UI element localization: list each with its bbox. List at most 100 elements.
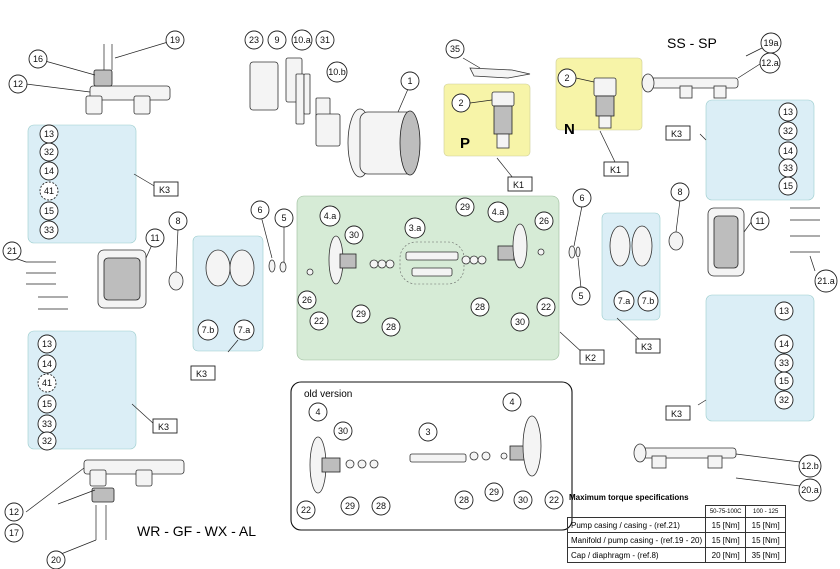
svg-text:28: 28 xyxy=(459,495,469,505)
torque-row-value-col2: 15 [Nm] xyxy=(745,517,787,533)
svg-text:K3: K3 xyxy=(158,422,169,432)
svg-text:11: 11 xyxy=(150,233,159,243)
variant-label-p: P xyxy=(460,135,470,152)
kit-label-k3-right-bottom: K3 xyxy=(665,405,691,421)
svg-text:K3: K3 xyxy=(196,369,207,379)
svg-text:13: 13 xyxy=(44,129,54,139)
callout-6-right: 6 xyxy=(572,188,592,208)
svg-text:30: 30 xyxy=(515,317,525,327)
callout-12b: 12.b xyxy=(798,454,822,478)
callout-20: 20 xyxy=(46,550,66,569)
callout-2-p: 2 xyxy=(451,93,471,113)
kit-box-right-bottom xyxy=(705,294,815,422)
callout-13-right-top: 13 xyxy=(778,102,798,122)
svg-text:K1: K1 xyxy=(610,165,621,175)
svg-text:12.b: 12.b xyxy=(801,461,819,471)
svg-text:41: 41 xyxy=(42,378,52,388)
svg-text:15: 15 xyxy=(44,206,54,216)
svg-text:29: 29 xyxy=(489,487,499,497)
svg-text:13: 13 xyxy=(42,339,52,349)
callout-32-left-bottom: 32 xyxy=(37,431,57,451)
callout-29-old-left: 29 xyxy=(340,496,360,516)
callout-1: 1 xyxy=(400,71,420,91)
callout-15-left-bottom: 15 xyxy=(37,394,57,414)
svg-text:35: 35 xyxy=(450,44,460,54)
callout-31: 31 xyxy=(315,30,335,50)
heading-ss-sp: SS - SP xyxy=(667,35,717,51)
callout-15-right-bottom: 15 xyxy=(774,371,794,391)
callout-13-right-bottom: 13 xyxy=(774,301,794,321)
svg-text:7.b: 7.b xyxy=(202,325,215,335)
callout-29-center: 29 xyxy=(455,197,475,217)
callout-2-n: 2 xyxy=(557,68,577,88)
callout-10b: 10.b xyxy=(326,61,348,83)
center-kit-parts-drawing xyxy=(306,223,545,285)
pump-casing-left-drawing xyxy=(97,249,147,309)
svg-text:31: 31 xyxy=(320,35,330,45)
torque-row-label: Manifold / pump casing - (ref.19 - 20) xyxy=(566,532,707,548)
callout-14-left-top: 14 xyxy=(39,161,59,181)
callout-9: 9 xyxy=(267,30,287,50)
torque-header-blank xyxy=(568,506,706,518)
pump-casing-right-drawing xyxy=(707,207,745,277)
manifold-top-left-drawing xyxy=(85,44,171,115)
torque-row-value-col2: 35 [Nm] xyxy=(745,547,787,563)
callout-10a: 10.a xyxy=(291,29,313,51)
svg-text:7.b: 7.b xyxy=(642,296,655,306)
manifold-bottom-right-drawing xyxy=(633,443,737,469)
callout-5-left: 5 xyxy=(274,208,294,228)
svg-text:2: 2 xyxy=(458,98,463,108)
kit-label-k3-diaphragm-right: K3 xyxy=(635,338,661,354)
svg-text:32: 32 xyxy=(779,395,789,405)
svg-text:6: 6 xyxy=(579,193,584,203)
callout-28-center-left: 28 xyxy=(381,317,401,337)
callout-19: 19 xyxy=(165,30,185,50)
kit-box-right-top xyxy=(705,99,815,201)
svg-text:4.a: 4.a xyxy=(492,207,505,217)
svg-text:15: 15 xyxy=(779,376,789,386)
callout-33-left-bottom: 33 xyxy=(37,414,57,434)
callout-32-right-top: 32 xyxy=(778,121,798,141)
old-version-label: old version xyxy=(304,389,352,400)
diaphragms-right-drawing xyxy=(609,225,653,267)
center-body-drawing xyxy=(347,108,421,178)
cap-right-drawing xyxy=(668,231,684,251)
svg-text:14: 14 xyxy=(779,339,789,349)
svg-text:1: 1 xyxy=(407,76,412,86)
svg-text:19: 19 xyxy=(170,35,180,45)
old-version-parts-drawing xyxy=(309,415,542,494)
callout-35: 35 xyxy=(445,39,465,59)
callout-23: 23 xyxy=(244,30,264,50)
svg-text:7.a: 7.a xyxy=(238,325,251,335)
torque-header-col2: 100 - 125 xyxy=(745,505,787,518)
svg-text:14: 14 xyxy=(42,359,52,369)
callout-33-right-bottom: 33 xyxy=(774,353,794,373)
gasket-drawing xyxy=(469,67,531,79)
callout-14-right-bottom: 14 xyxy=(774,334,794,354)
callout-32-left-top: 32 xyxy=(39,142,59,162)
callout-7a-left: 7.a xyxy=(233,319,255,341)
torque-header-col1: 50-75-100C xyxy=(705,505,747,518)
washers-drawing xyxy=(268,245,581,273)
svg-text:28: 28 xyxy=(475,302,485,312)
svg-text:13: 13 xyxy=(783,107,793,117)
svg-text:29: 29 xyxy=(356,309,366,319)
svg-text:8: 8 xyxy=(175,216,180,226)
torque-row-manifold: Manifold / pump casing - (ref.19 - 20) 1… xyxy=(566,532,787,548)
callout-13-left-top: 13 xyxy=(39,124,59,144)
pilot-valve-n-drawing xyxy=(593,77,617,129)
svg-text:33: 33 xyxy=(783,163,793,173)
callout-22-center-right: 22 xyxy=(536,297,556,317)
torque-row-pump-casing: Pump casing / casing - (ref.21) 15 [Nm] … xyxy=(566,517,787,533)
kit-label-k3-left-bottom: K3 xyxy=(152,418,178,434)
kit-label-k3-left-top: K3 xyxy=(153,181,179,197)
svg-text:14: 14 xyxy=(44,166,54,176)
callout-28-old-right: 28 xyxy=(454,490,474,510)
casing-bolts-left-drawing xyxy=(26,261,68,310)
torque-row-label: Cap / diaphragm - (ref.8) xyxy=(566,547,707,563)
svg-text:11: 11 xyxy=(755,216,764,226)
callout-7b-left: 7.b xyxy=(197,319,219,341)
svg-text:28: 28 xyxy=(386,322,396,332)
callout-30-old-right: 30 xyxy=(513,490,533,510)
